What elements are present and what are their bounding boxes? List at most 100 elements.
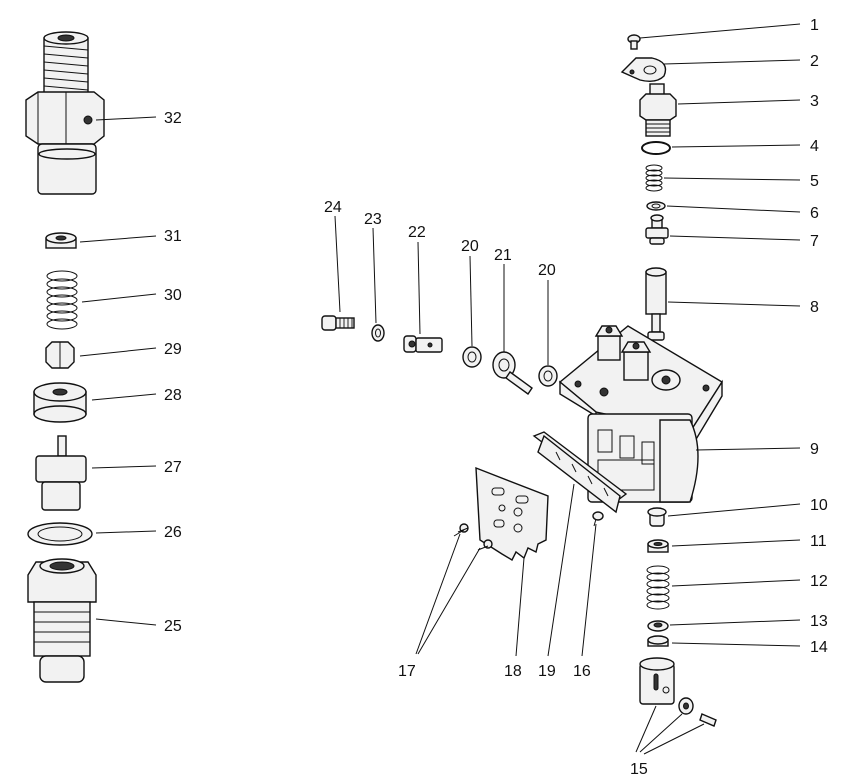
part-2-lock-plate [620,57,667,83]
callout-12: 12 [810,573,828,590]
part-1-screw [627,34,641,50]
callout-14: 14 [810,639,828,656]
leader-16 [581,523,597,657]
leader-31 [79,235,157,243]
callout-23: 23 [364,211,382,228]
leader-17b [417,547,481,655]
leader-30 [81,293,157,303]
part-6-washer [646,201,666,211]
leader-6 [666,205,801,213]
part-21-banjo-fitting [492,351,533,395]
callout-25: 25 [164,618,182,635]
part-20-washer-right [538,365,558,387]
leader-10 [667,503,801,517]
part-13-lower-seat [647,620,669,632]
leader-20a [469,255,473,347]
leader-8 [667,301,801,307]
part-8-plunger [645,267,667,341]
part-29-adjusting-screw [45,341,75,369]
callout-30: 30 [164,287,182,304]
leader-1 [639,23,801,39]
part-17-screws [453,523,493,551]
callout-20-left: 20 [461,238,479,255]
callout-5: 5 [810,173,819,190]
part-28-seat [33,382,87,423]
leader-15b [639,713,683,753]
leader-28 [91,393,157,401]
part-25-retaining-nut [27,558,97,683]
leader-22 [417,241,421,335]
leader-29 [79,347,157,357]
callout-1: 1 [810,17,819,34]
part-20-washer-left [462,346,482,368]
leader-12 [671,579,801,587]
callout-8: 8 [810,299,819,316]
leader-23 [372,227,377,324]
callout-10: 10 [810,497,828,514]
leader-26 [95,530,157,534]
leader-15c [643,723,705,755]
callout-4: 4 [810,138,819,155]
leader-13 [669,619,801,626]
leader-3 [677,99,801,105]
callout-21: 21 [494,247,512,264]
callout-2: 2 [810,53,819,70]
callout-11: 11 [810,533,827,550]
part-4-o-ring [641,141,671,155]
leader-11 [671,539,801,547]
leader-7 [669,235,801,241]
part-31-washer [45,232,77,249]
leader-25 [95,618,157,626]
leader-18 [515,557,525,657]
leader-15a [635,705,657,753]
part-12-plunger-spring [646,565,670,610]
callout-22: 22 [408,224,426,241]
part-30-spring [46,270,78,330]
part-27-nozzle [35,435,87,511]
callout-26: 26 [164,524,182,541]
part-19-control-rack [532,431,628,514]
part-9-pump-housing [558,325,723,503]
callout-31: 31 [164,228,182,245]
part-3-valve-holder [639,83,677,137]
callout-24: 24 [324,199,342,216]
part-18-cover-plate [475,466,549,561]
callout-20-right: 20 [538,262,556,279]
part-22-banjo-bolt [403,335,443,353]
part-26-gasket [27,522,93,546]
leader-32 [95,116,157,121]
part-16-screw [592,511,604,527]
callout-18: 18 [504,663,522,680]
callout-19: 19 [538,663,556,680]
callout-6: 6 [810,205,819,222]
callout-17: 17 [398,663,416,680]
leader-14 [671,642,801,647]
callout-28: 28 [164,387,182,404]
leader-27 [91,465,157,469]
part-10-sleeve [647,507,667,527]
leader-4 [671,144,801,148]
callout-27: 27 [164,459,182,476]
leader-17a [415,533,461,655]
leader-2 [663,59,801,65]
callout-32: 32 [164,110,182,127]
part-24-bolt [321,315,355,331]
callout-16: 16 [573,663,591,680]
part-11-upper-seat [647,539,669,553]
leader-5 [663,177,801,181]
callout-15: 15 [630,761,648,778]
part-32-nozzle-holder [25,31,105,195]
part-23-ring [371,324,385,342]
leader-9 [695,447,801,451]
part-7-delivery-valve [645,214,669,245]
part-15-tappet-assembly [639,657,717,727]
part-5-spring [645,164,663,192]
callout-7: 7 [810,233,819,250]
leader-19 [547,483,575,657]
callout-13: 13 [810,613,828,630]
callout-9: 9 [810,441,819,458]
leader-24 [334,215,341,313]
part-14-shim [647,635,669,647]
callout-29: 29 [164,341,182,358]
